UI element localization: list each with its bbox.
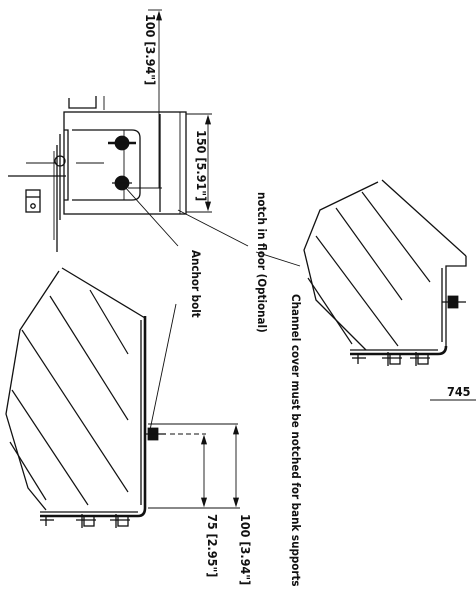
top-dimension-label: 100 [3.94"] (143, 14, 158, 85)
anchor-bolt-icon (108, 135, 136, 151)
partial-dimension-label: 745 (447, 384, 471, 399)
bank-section-right (255, 179, 476, 401)
anchor-bolt-icon (112, 175, 132, 191)
anchor-bolt-icon (144, 427, 206, 441)
base-bolt-icon (40, 514, 130, 528)
notch-label: notch in floor (Optional) (255, 192, 269, 333)
anchor-bolt-label: Anchor bolt (189, 250, 203, 318)
dimension-100-label: 100 [3.94"] (238, 514, 253, 585)
channel-cover-note: Channel cover must be notched for bank s… (289, 294, 303, 587)
anchor-plate-detail (8, 9, 249, 252)
plate-dimension-label: 150 [5.91"] (194, 130, 209, 201)
bank-section-left (5, 267, 240, 528)
dimension-75-label: 75 [2.95"] (205, 514, 220, 577)
